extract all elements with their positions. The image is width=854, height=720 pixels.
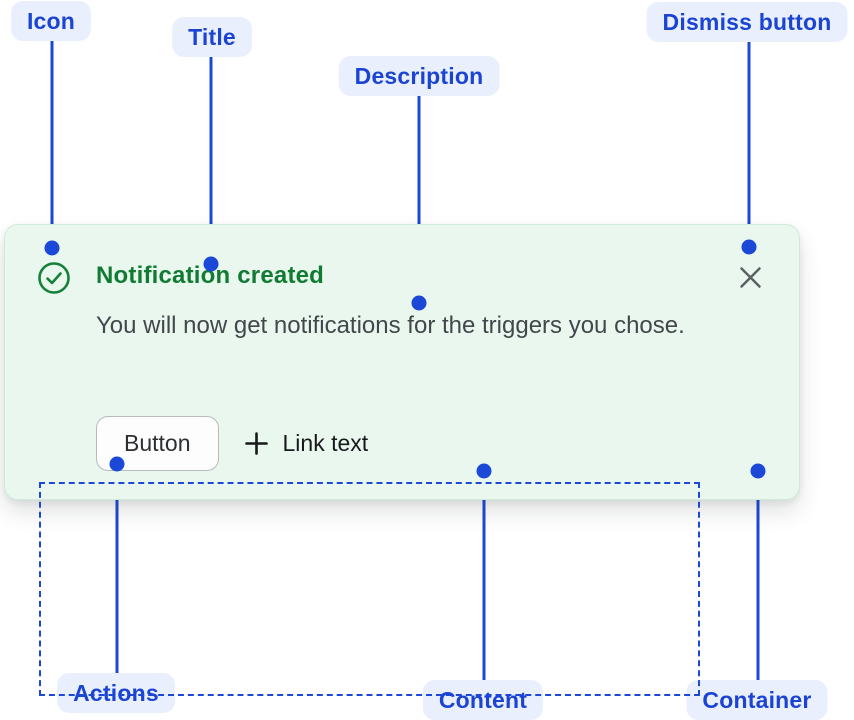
connector-line (747, 40, 751, 247)
callout-label-dismiss: Dismiss button (646, 2, 848, 42)
connector-dot (476, 463, 492, 479)
content-area-outline (39, 482, 700, 696)
connector-line (482, 471, 486, 680)
connector-dot (750, 463, 766, 479)
connector-line (756, 471, 760, 680)
action-button[interactable]: Button (96, 416, 219, 471)
callout-label-icon: Icon (10, 1, 92, 41)
connector-dot (411, 295, 427, 311)
connector-dot (203, 256, 219, 272)
action-link[interactable]: Link text (243, 430, 369, 457)
callout-label-actions: Actions (57, 673, 175, 713)
callout-label-container: Container (686, 680, 828, 720)
action-link-label: Link text (282, 430, 369, 456)
close-icon (739, 266, 762, 289)
connector-line (417, 95, 421, 303)
toast-description: You will now get notifications for the t… (96, 312, 685, 339)
callout-label-description: Description (338, 56, 500, 96)
connector-dot (109, 456, 125, 472)
toast-actions: Button Link text (96, 416, 368, 471)
check-circle-icon (37, 261, 71, 295)
plus-icon (243, 430, 270, 457)
connector-line (209, 56, 213, 264)
connector-line (50, 41, 54, 248)
dismiss-button[interactable] (734, 261, 766, 293)
connector-line (115, 464, 119, 673)
connector-dot (44, 240, 60, 256)
callout-label-title: Title (172, 17, 252, 57)
callout-label-content: Content (422, 680, 544, 720)
connector-dot (741, 239, 757, 255)
